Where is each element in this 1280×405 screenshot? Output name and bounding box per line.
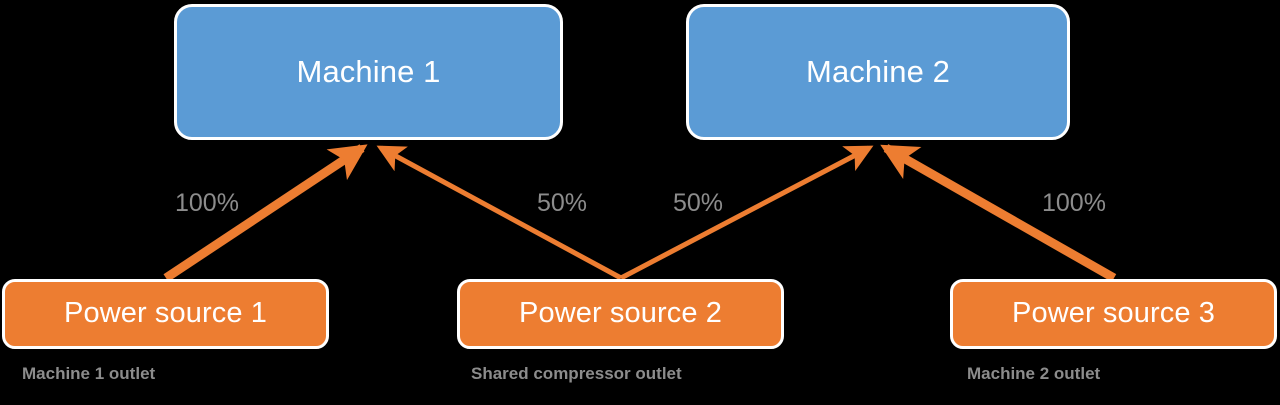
- edge-label-ps1-m1: 100%: [175, 189, 239, 217]
- edge-label-ps3-m2: 100%: [1042, 189, 1106, 217]
- node-power-source-2-label: Power source 2: [519, 297, 722, 330]
- caption-power-source-3: Machine 2 outlet: [967, 364, 1101, 383]
- caption-power-source-2: Shared compressor outlet: [471, 364, 682, 383]
- edge-label-ps2-m2: 50%: [673, 189, 724, 217]
- node-machine-1-label: Machine 1: [296, 53, 441, 89]
- caption-power-source-1: Machine 1 outlet: [22, 364, 156, 383]
- node-power-source-3[interactable]: Power source 3: [950, 279, 1277, 349]
- node-machine-2[interactable]: Machine 2: [686, 4, 1070, 140]
- node-power-source-2[interactable]: Power source 2: [457, 279, 784, 349]
- node-power-source-3-label: Power source 3: [1012, 297, 1215, 330]
- node-power-source-1-label: Power source 1: [64, 297, 267, 330]
- edge-ps2-m2: [619, 145, 874, 281]
- node-machine-2-label: Machine 2: [806, 53, 950, 89]
- node-power-source-1[interactable]: Power source 1: [2, 279, 329, 349]
- node-machine-1[interactable]: Machine 1: [174, 4, 563, 140]
- edge-label-ps2-m1: 50%: [537, 189, 588, 217]
